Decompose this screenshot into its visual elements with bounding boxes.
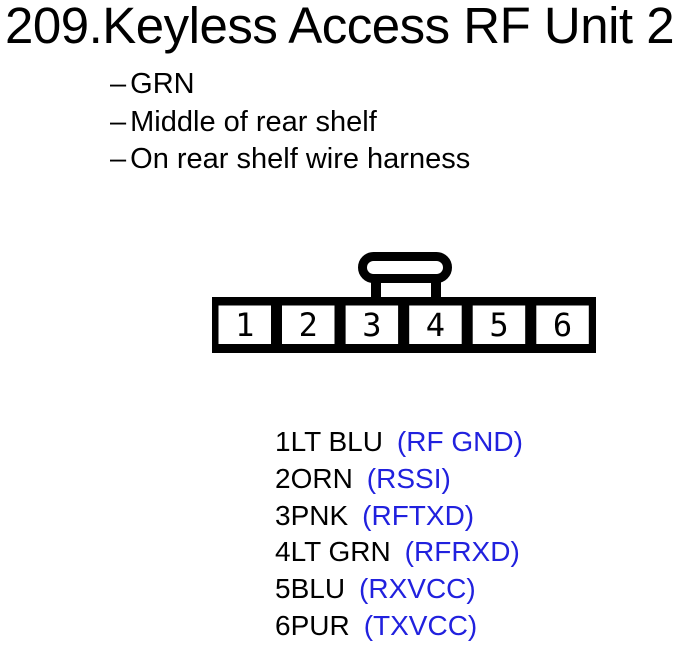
pin-row: 6PUR (TXVCC) [275, 608, 523, 645]
pin-wire-label: 1LT BLU [275, 426, 383, 457]
pin-number-2: 2 [299, 306, 318, 344]
note-item: –GRN [110, 66, 470, 104]
connector-diagram: 1 2 3 4 5 6 [212, 252, 596, 353]
pin-number-3: 3 [362, 306, 381, 344]
note-text: Middle of rear shelf [130, 105, 377, 138]
connector-latch-icon [358, 252, 452, 301]
pin-cavity-5 [466, 299, 532, 350]
pin-cavity-2 [276, 299, 341, 350]
note-dash: – [110, 143, 127, 175]
connector-pin-numbers: 1 2 3 4 5 6 [235, 306, 572, 344]
connector-pin-cavities [212, 299, 595, 350]
pin-cavity-4 [403, 299, 468, 350]
pin-cavity-3 [339, 299, 405, 350]
note-text: GRN [130, 68, 195, 100]
pin-wire-label: 5BLU [275, 573, 346, 605]
pin-signal-label: (RF GND) [396, 426, 523, 457]
pin-wire-label: 3PNK [275, 499, 349, 531]
pin-row: 1LT BLU (RF GND) [275, 424, 523, 461]
pin-cavity-1 [212, 299, 277, 350]
pin-signal-label: (RSSI) [366, 462, 451, 494]
note-item: –On rear shelf wire harness [110, 141, 470, 179]
pin-number-1: 1 [235, 306, 254, 344]
pin-row: 5BLU (RXVCC) [275, 571, 523, 608]
pin-wire-label: 4LT GRN [275, 536, 391, 568]
pin-signal-label: (TXVCC) [363, 609, 478, 641]
pin-number-5: 5 [489, 306, 508, 344]
pin-wire-label: 6PUR [275, 609, 350, 641]
note-dash: – [110, 68, 127, 100]
latch-cap [358, 252, 452, 283]
page-title: 209.Keyless Access RF Unit 2 [5, 0, 675, 54]
note-text: On rear shelf wire harness [130, 143, 471, 175]
pin-signal-label: (RFRXD) [404, 536, 520, 568]
pin-cavity-6 [530, 299, 595, 350]
note-dash: – [110, 105, 127, 138]
pin-row: 2ORN (RSSI) [275, 461, 523, 498]
pin-signal-label: (RXVCC) [359, 573, 476, 605]
note-item: –Middle of rear shelf [110, 104, 470, 142]
pin-number-4: 4 [426, 306, 445, 344]
pin-row: 3PNK (RFTXD) [275, 498, 523, 535]
pin-list: 1LT BLU (RF GND) 2ORN (RSSI) 3PNK (RFTXD) 4… [275, 424, 523, 645]
notes-list: –GRN –Middle of rear shelf –On rear shel… [110, 66, 470, 179]
pin-number-6: 6 [553, 306, 572, 344]
pin-wire-label: 2ORN [275, 462, 353, 494]
pin-row: 4LT GRN (RFRXD) [275, 534, 523, 571]
pin-signal-label: (RFTXD) [362, 499, 475, 531]
